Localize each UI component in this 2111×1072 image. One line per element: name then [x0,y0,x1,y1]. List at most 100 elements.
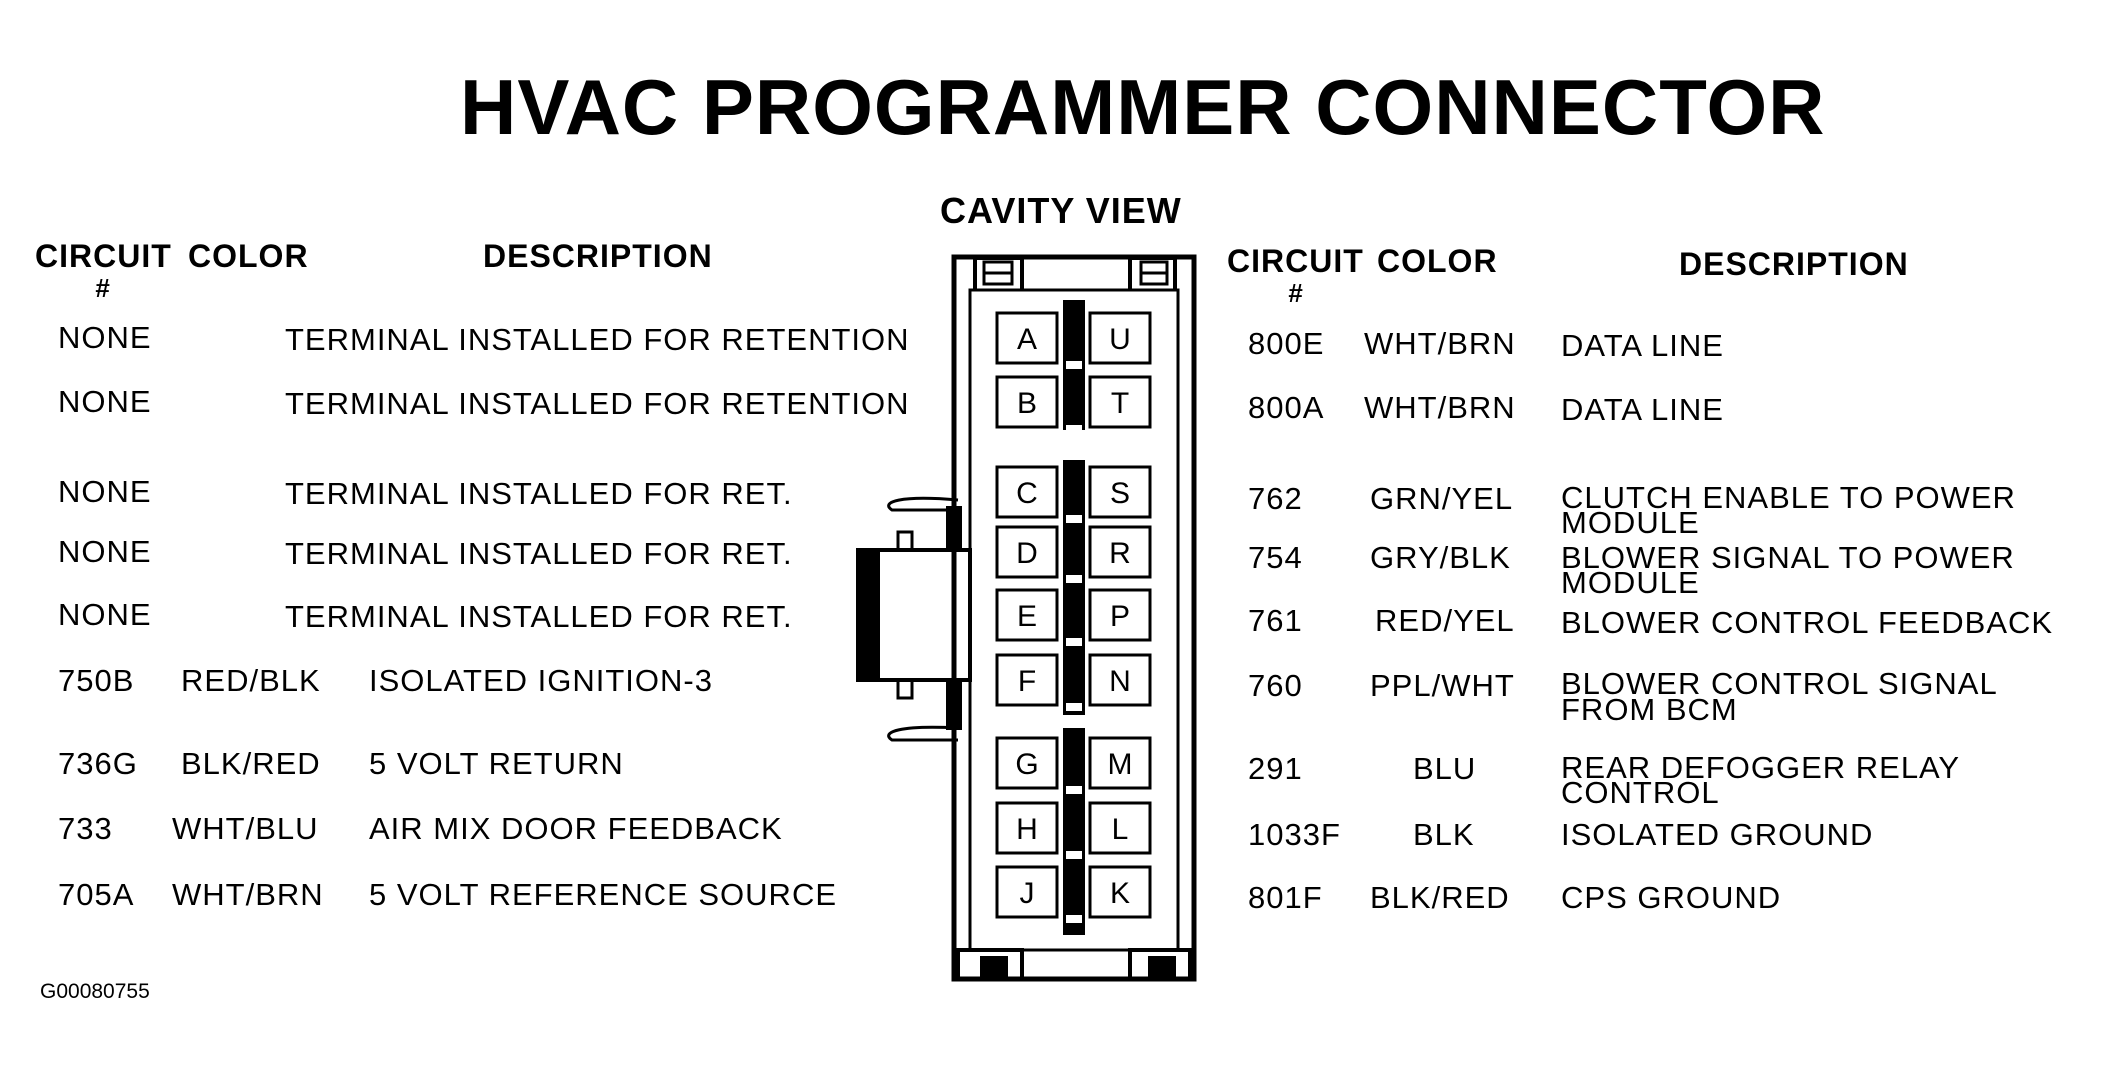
top-left-latch [973,256,1024,290]
pin-label: U [1109,323,1131,356]
left-row-description: TERMINAL INSTALLED FOR RETENTION [285,386,910,421]
pin-cavity-left [995,465,1059,519]
divider-notch [1066,575,1082,583]
center-divider-bar [1063,460,1085,715]
pin-label: N [1109,665,1131,698]
right-row-circuit: 761 [1248,603,1303,638]
top-right-latch [1128,256,1177,290]
right-row-circuit: 291 [1248,751,1303,786]
left-row-circuit: NONE [58,384,152,419]
left-row-color: RED/BLK [181,663,321,698]
right-row-color: WHT/BRN [1364,326,1516,361]
left-row-description: AIR MIX DOOR FEEDBACK [369,811,783,846]
page-title: HVAC PROGRAMMER CONNECTOR [460,63,1826,151]
side-clip-top [887,496,959,512]
right-header-circuit: CIRCUIT [1227,243,1364,279]
pin-cavity-right [1088,865,1152,919]
pin-label: C [1016,477,1038,510]
right-row-description-cont: MODULE [1561,565,1700,600]
divider-notch [1066,703,1082,711]
left-row-color: WHT/BLU [172,811,319,846]
lock-tab-post-bottom [896,678,914,700]
right-row-color: BLU [1413,751,1477,786]
pin-label: M [1108,748,1133,781]
pin-label: A [1017,323,1037,356]
left-row-description: TERMINAL INSTALLED FOR RET. [285,536,793,571]
bottom-left-latch [956,948,1024,979]
right-row-circuit: 762 [1248,481,1303,516]
left-row-circuit: 750B [58,663,135,698]
right-row-description: CLUTCH ENABLE TO POWER [1561,480,2016,515]
left-row-circuit: 736G [58,746,138,781]
pin-label: G [1015,748,1038,781]
right-row-description: CPS GROUND [1561,880,1782,915]
lock-tab-face [856,548,880,682]
divider-notch [1066,425,1082,433]
right-header-hash: # [1288,278,1303,308]
left-header-hash: # [95,273,110,303]
lock-tab-rail-bottom [946,678,962,730]
left-row-circuit: 705A [58,877,135,912]
lock-tab-rail-top [946,506,962,552]
right-row-description: ISOLATED GROUND [1561,817,1874,852]
pin-cavity-right [1088,311,1152,365]
pin-cavity-left [995,375,1059,429]
divider-notch [1066,361,1082,369]
divider-notch [1066,515,1082,523]
right-row-color: RED/YEL [1375,603,1515,638]
pin-cavity-left [995,588,1059,642]
left-row-circuit: NONE [58,474,152,509]
pin-cavity-right [1088,653,1152,707]
left-row-description: TERMINAL INSTALLED FOR RET. [285,599,793,634]
pin-cavity-left [995,801,1059,855]
left-header-color: COLOR [188,238,309,274]
pin-cavity-right [1088,465,1152,519]
divider-notch [1066,851,1082,859]
divider-notch [1066,638,1082,646]
right-row-description: BLOWER CONTROL SIGNAL [1561,666,1998,701]
pin-label: R [1109,537,1131,570]
divider-notch [1066,786,1082,794]
right-row-circuit: 754 [1248,540,1303,575]
pin-label: F [1018,665,1036,698]
lock-tab-post-top [896,530,914,552]
connector-housing-outer [951,254,1197,982]
bottom-left-latch-window [980,956,1008,978]
right-row-description: DATA LINE [1561,328,1724,363]
right-row-color: GRY/BLK [1370,540,1511,575]
right-row-circuit: 800A [1248,390,1325,425]
left-row-description: 5 VOLT REFERENCE SOURCE [369,877,838,912]
figure-id: G00080755 [40,980,150,1003]
right-row-description-cont: FROM BCM [1561,692,1738,727]
center-divider-bar [1063,728,1085,935]
pin-label: P [1110,600,1130,633]
right-row-color: WHT/BRN [1364,390,1516,425]
pin-label: E [1017,600,1037,633]
right-row-color: GRN/YEL [1370,481,1514,516]
left-row-description: ISOLATED IGNITION-3 [369,663,713,698]
pin-label: T [1111,387,1129,420]
side-clip-bottom [887,725,959,742]
right-row-circuit: 1033F [1248,817,1341,852]
left-row-circuit: 733 [58,811,113,846]
right-row-description: BLOWER SIGNAL TO POWER [1561,540,2015,575]
right-row-description: REAR DEFOGGER RELAY [1561,750,1961,785]
left-header-description: DESCRIPTION [483,238,713,274]
left-header-circuit: CIRCUIT [35,238,172,274]
pin-cavity-right [1088,801,1152,855]
right-row-color: PPL/WHT [1370,668,1515,703]
pin-cavity-left [995,865,1059,919]
pin-label: B [1017,387,1037,420]
pin-label: S [1110,477,1130,510]
pin-label: J [1020,877,1035,910]
left-row-color: WHT/BRN [172,877,324,912]
right-row-color: BLK [1413,817,1475,852]
pin-cavity-left [995,525,1059,579]
right-row-description-cont: CONTROL [1561,775,1720,810]
right-row-description: DATA LINE [1561,392,1724,427]
right-row-description: BLOWER CONTROL FEEDBACK [1561,605,2054,640]
pin-cavity-right [1088,588,1152,642]
view-label: CAVITY VIEW [940,190,1182,231]
